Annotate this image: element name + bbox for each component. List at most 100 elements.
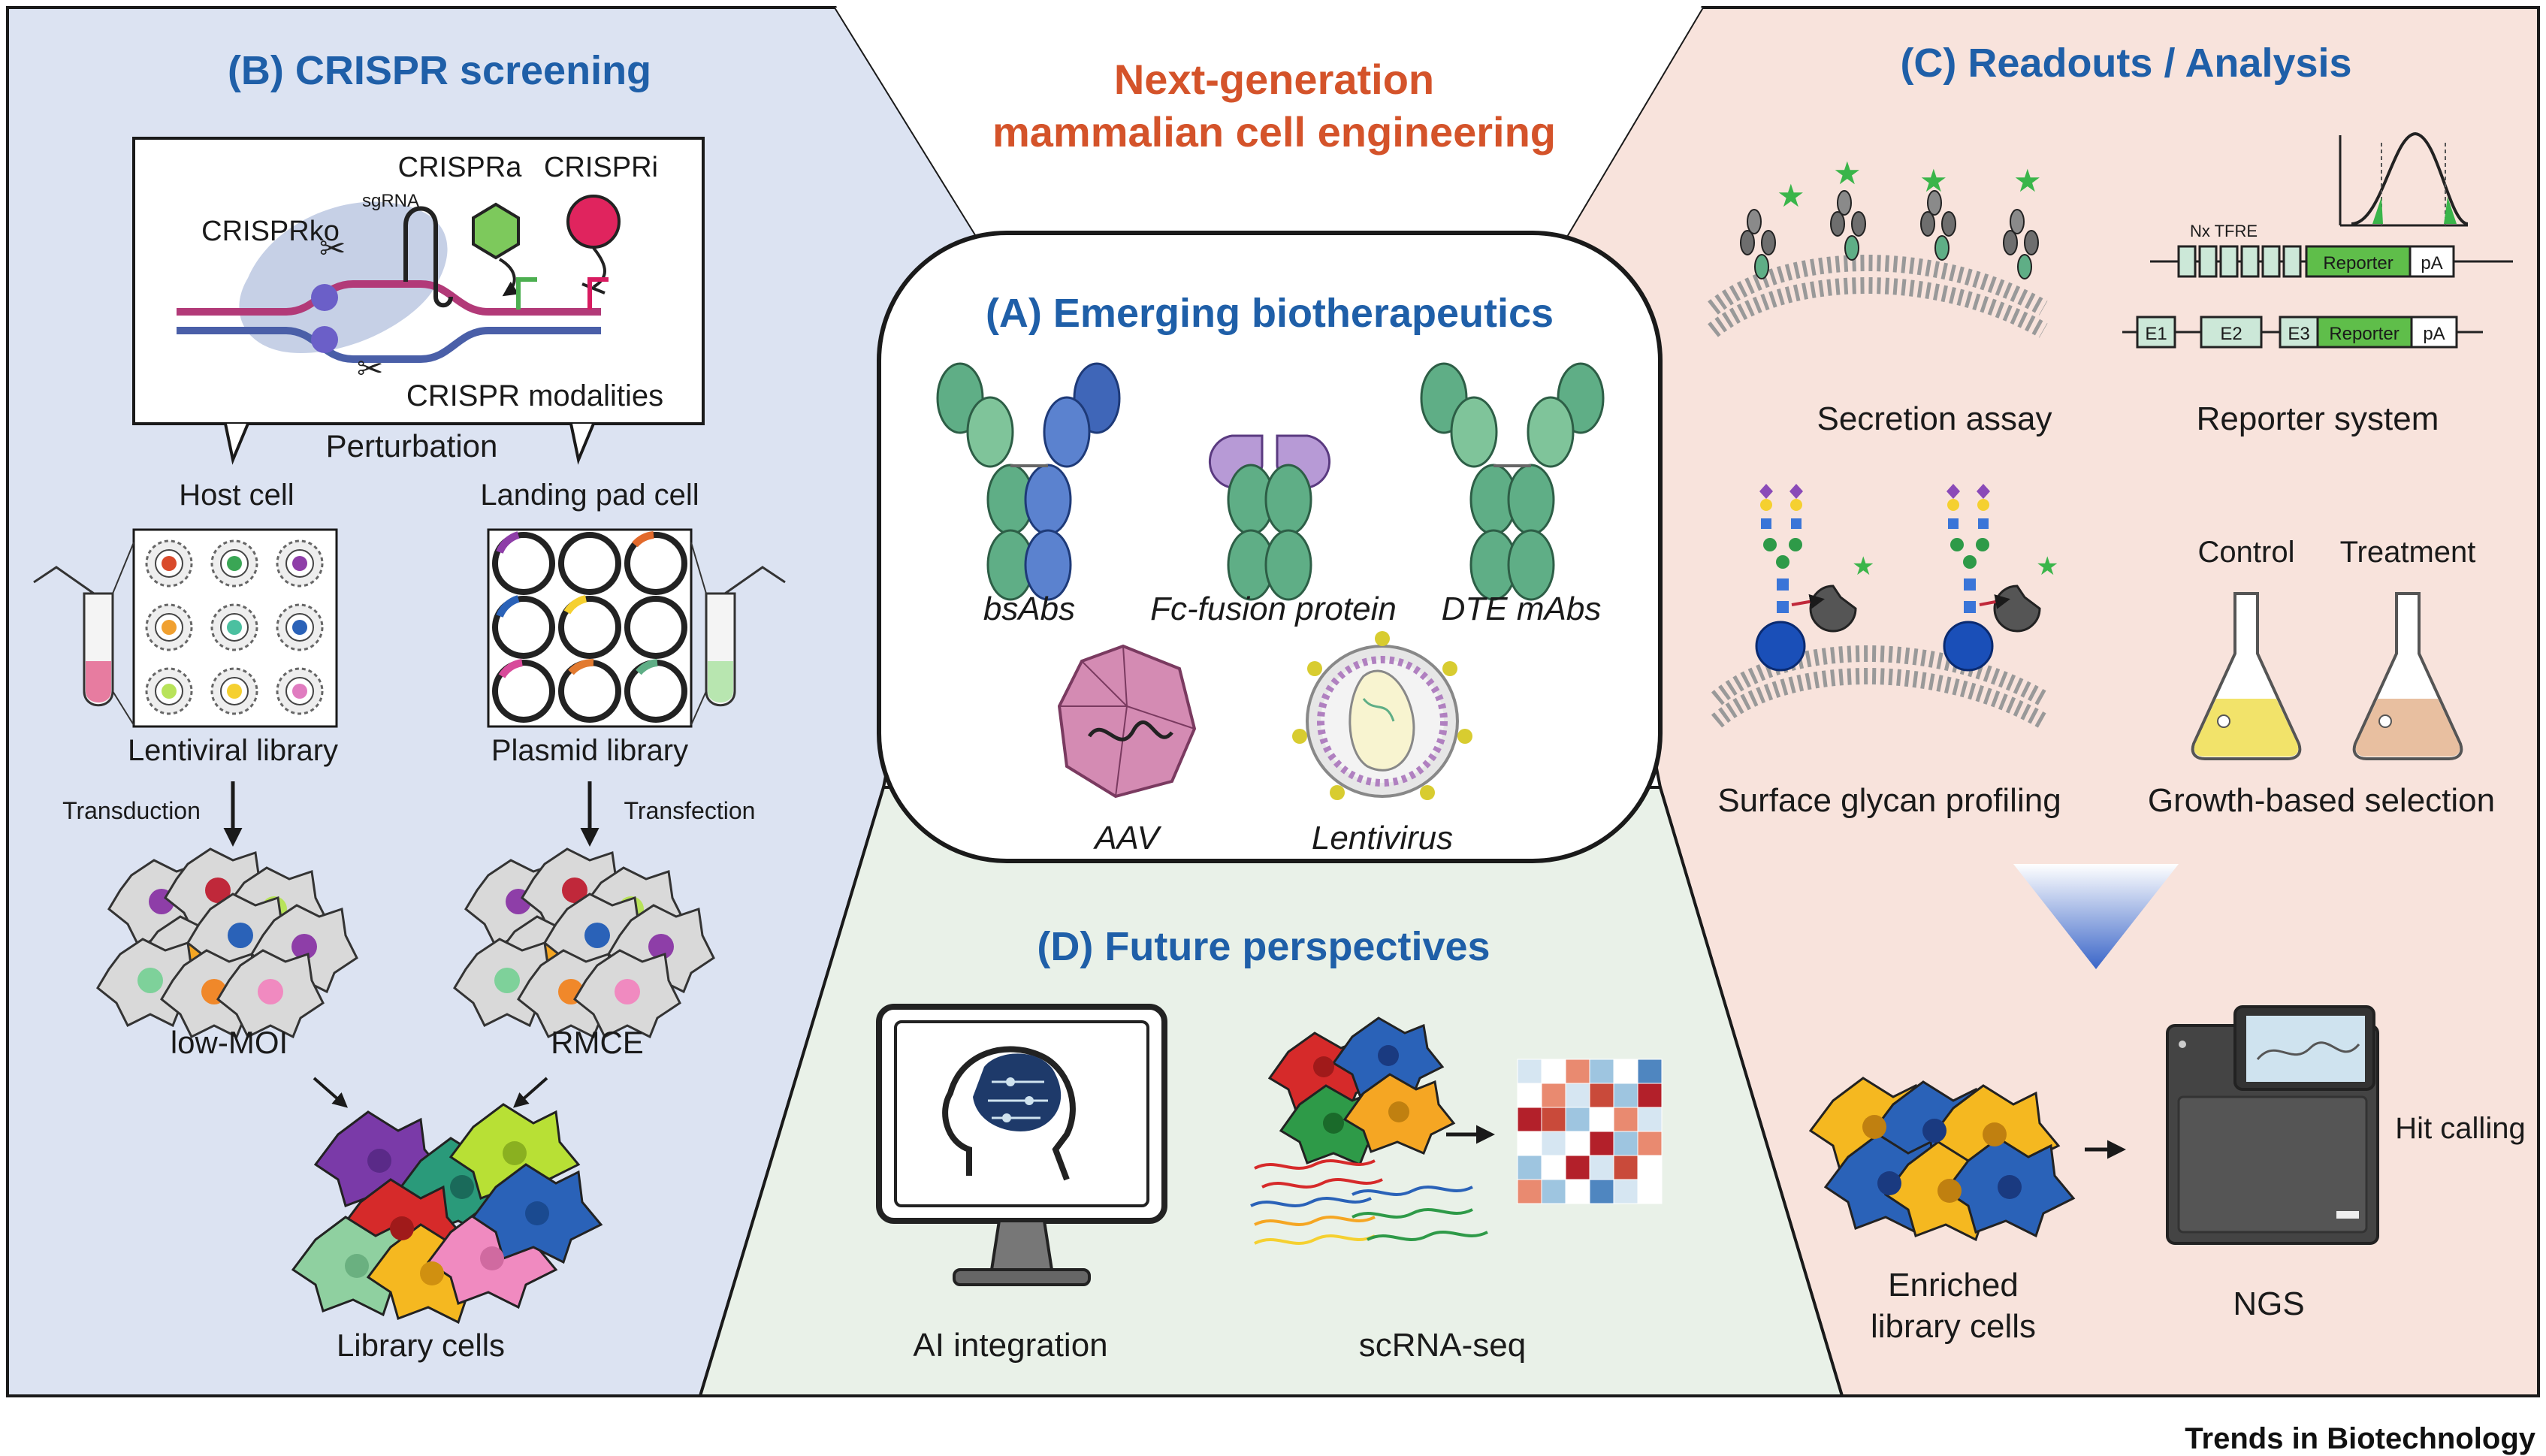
- heatmap-cell: [1517, 1179, 1542, 1204]
- plasmid-library-box: [487, 528, 693, 728]
- plasmid-grid: [495, 531, 684, 720]
- ngs-sequencer-icon: [2166, 1005, 2379, 1245]
- panel-d-background: [698, 786, 1844, 1397]
- heatmap-cell: [1637, 1131, 1663, 1156]
- scrna-cells-icon: [1267, 1016, 1456, 1166]
- heatmap-cell: [1637, 1155, 1663, 1180]
- fc-fusion-protein-icon: [1208, 434, 1331, 601]
- panel-c-title: (C) Readouts / Analysis: [1900, 41, 2351, 86]
- dte-mabs-icon: [1420, 362, 1605, 601]
- heatmap-cell: [1541, 1179, 1566, 1204]
- exon-e2-label: E2: [2220, 324, 2242, 344]
- heatmap-cell: [1637, 1059, 1663, 1084]
- heatmap-cell: [1565, 1155, 1590, 1180]
- heatmap-cell: [1589, 1107, 1614, 1132]
- sgrna-icon: [403, 206, 453, 308]
- low-moi-label: low-MOI: [171, 1025, 288, 1060]
- heatmap-cell: [1613, 1179, 1638, 1204]
- lentivirus-icon: [1292, 631, 1472, 800]
- tube-icon-right: [690, 542, 786, 726]
- exon-e3-label: E3: [2288, 324, 2309, 344]
- heatmap-cell: [1565, 1179, 1590, 1204]
- aav-icon: [1057, 644, 1197, 799]
- main-title-line2: mammalian cell engineering: [992, 108, 1556, 156]
- transfection-label: Transfection: [624, 797, 756, 824]
- heatmap-cell: [1517, 1059, 1542, 1084]
- reporter-construct-2: [2122, 316, 2483, 349]
- crispra-activator-icon: [472, 202, 520, 260]
- dte-mabs-label: DTE mAbs: [1442, 591, 1602, 627]
- rna-reads-icon: [1250, 1159, 1488, 1245]
- heatmap-cell: [1589, 1131, 1614, 1156]
- heatmap-cell: [1637, 1107, 1663, 1132]
- heatmap-cell: [1589, 1083, 1614, 1108]
- transduced-cell-cluster: [96, 847, 358, 1038]
- lentivirus-label: Lentivirus: [1312, 820, 1453, 856]
- perturbation-label: Perturbation: [326, 428, 498, 464]
- heatmap-cell: [1517, 1107, 1542, 1132]
- center-top-background: [835, 8, 1702, 255]
- journal-logo: Trends in Biotechnology: [2185, 1422, 2535, 1455]
- library-cells-cluster: [291, 1103, 603, 1325]
- histogram-icon: [2339, 131, 2469, 227]
- heatmap-cell: [1541, 1155, 1566, 1180]
- enriched-cells-cluster: [1808, 1077, 2076, 1242]
- panel-d-title: (D) Future perspectives: [1037, 924, 1490, 969]
- control-label: Control: [2198, 536, 2295, 569]
- heatmap-cell: [1565, 1107, 1590, 1132]
- crispri-repressor-icon: [566, 195, 621, 249]
- heatmap-cell: [1613, 1155, 1638, 1180]
- perturbation-callout-right: [569, 423, 595, 465]
- bsabs-label: bsAbs: [983, 591, 1075, 627]
- heatmap-cell: [1565, 1131, 1590, 1156]
- bsabs-icon: [936, 362, 1121, 601]
- heatmap-cell: [1565, 1083, 1590, 1108]
- cas-protein-icon: [239, 201, 448, 353]
- crispra-label: CRISPRa: [398, 152, 523, 183]
- pa-label-1: pA: [2421, 253, 2442, 273]
- ngs-label: NGS: [2233, 1285, 2304, 1322]
- nx-tfre-label: Nx TFRE: [2190, 222, 2258, 240]
- heatmap-cell: [1517, 1131, 1542, 1156]
- heatmap-cell: [1637, 1083, 1663, 1108]
- glycan-structures: ★ ★: [1755, 484, 2058, 672]
- crispra-arrow: [498, 258, 519, 297]
- exon-e1-label: E1: [2145, 324, 2167, 344]
- virion-grid: [145, 539, 324, 715]
- perturbation-callout-left: [224, 423, 249, 465]
- hit-calling-label: Hit calling: [2395, 1112, 2525, 1145]
- growth-selection-label: Growth-based selection: [2148, 782, 2495, 819]
- glycan-membrane: [1711, 645, 2048, 729]
- scissors-icon: ✂: [319, 231, 346, 266]
- heatmap-cell: [1589, 1179, 1614, 1204]
- plasmid-library-label: Plasmid library: [491, 734, 688, 767]
- red-promoter-arrow: [587, 277, 609, 310]
- ai-monitor-icon: [876, 1004, 1167, 1286]
- heatmap-cell: [1613, 1131, 1638, 1156]
- heatmap-cell: [1613, 1059, 1638, 1084]
- scissors-icon-2: ✂: [357, 351, 383, 386]
- panel-b-title: (B) CRISPR screening: [228, 48, 651, 93]
- reporter-label-1: Reporter: [2323, 253, 2393, 273]
- crispri-blunt-arrow: [581, 246, 606, 295]
- heatmap-cell: [1541, 1107, 1566, 1132]
- crispri-label: CRISPRi: [544, 152, 658, 183]
- reporter-construct-1: [2150, 245, 2513, 278]
- panel-a-title: (A) Emerging biotherapeutics: [986, 291, 1554, 336]
- svg-text:★: ★: [1777, 178, 1805, 213]
- heatmap-cell: [1565, 1059, 1590, 1084]
- svg-text:★: ★: [1833, 156, 1862, 191]
- heatmap-cell: [1613, 1107, 1638, 1132]
- heatmap-cell: [1517, 1083, 1542, 1108]
- heatmap-cell: [1637, 1179, 1663, 1204]
- svg-text:★: ★: [1919, 163, 1948, 198]
- tube-icon-left: [33, 542, 134, 726]
- low-moi-arrow: [313, 1077, 349, 1108]
- enrichment-arrow-icon: [2013, 864, 2179, 969]
- enriched-label-line1: Enriched: [1888, 1267, 2019, 1303]
- host-cell-label: Host cell: [179, 479, 294, 512]
- scrna-seq-label: scRNA-seq: [1359, 1327, 1527, 1364]
- ai-integration-label: AI integration: [913, 1327, 1107, 1364]
- library-cells-label: Library cells: [337, 1328, 505, 1363]
- heatmap-cell: [1589, 1059, 1614, 1084]
